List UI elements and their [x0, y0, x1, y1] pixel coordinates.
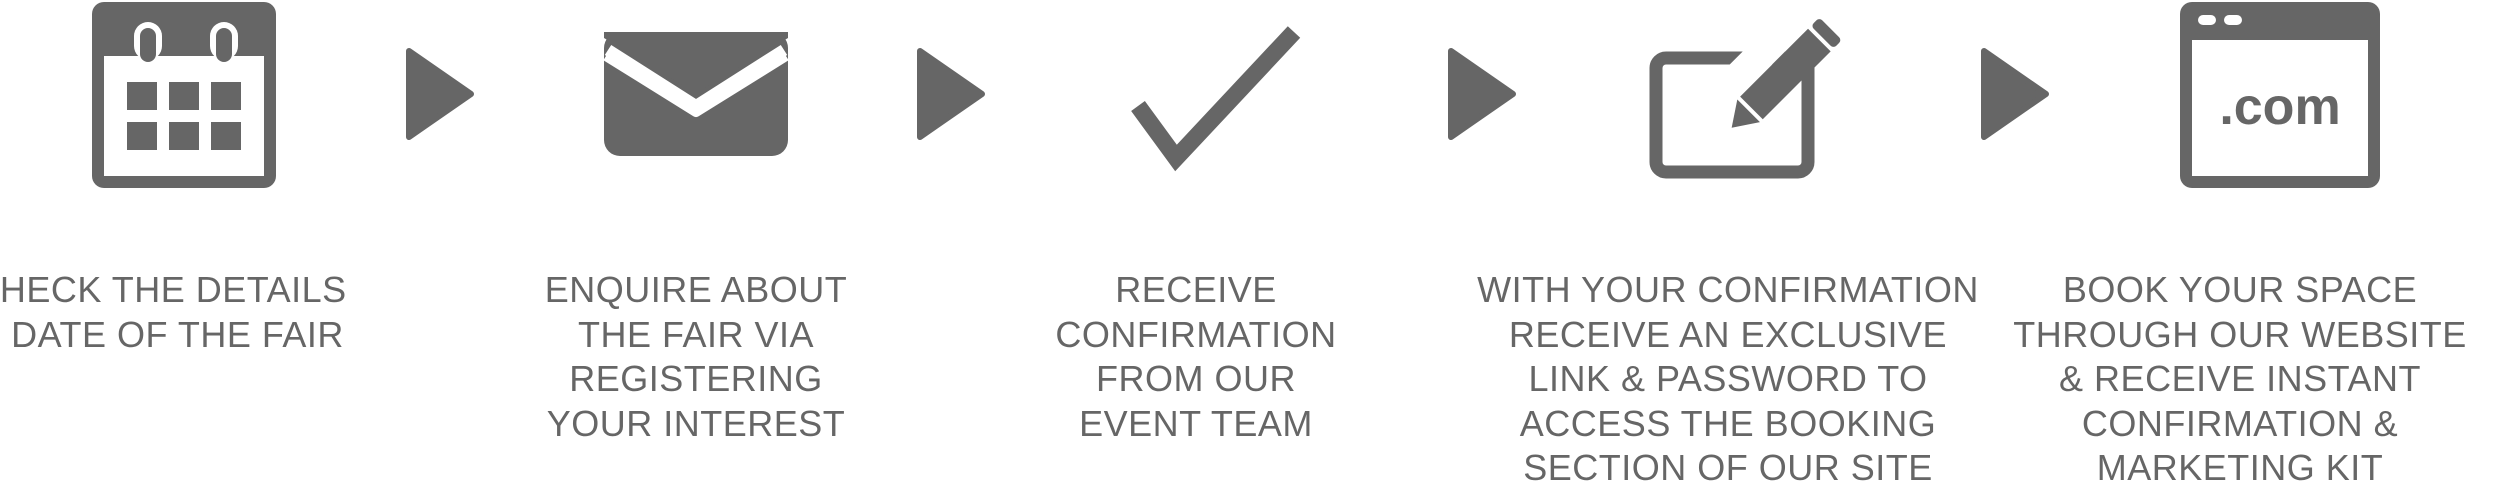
calendar-icon: [92, 2, 276, 188]
arrow-right-icon: [917, 48, 985, 140]
browser-label: .com: [2219, 78, 2340, 136]
step-text-line: & DATE OF THE FAIR: [0, 313, 344, 355]
step-enquire: ENQUIRE ABOUT THE FAIR VIA REGISTERING Y…: [436, 0, 956, 495]
step-text-line: & RECEIVE INSTANT: [2059, 358, 2421, 399]
step-text-line: RECEIVE: [1115, 269, 1277, 310]
step-book-space: .com BOOK YOUR SPACE THROUGH OUR WEBSITE…: [1980, 0, 2500, 495]
step-icon-container: [436, 0, 956, 195]
step-icon-container: [0, 0, 420, 195]
arrow-right-icon: [1448, 48, 1516, 140]
step-text-line: CONFIRMATION &: [2081, 402, 2399, 444]
arrow-right-icon: [1981, 48, 2049, 140]
checkmark-icon: [1131, 26, 1301, 172]
step-text-line: RECEIVE AN EXCLUSIVE: [1508, 313, 1948, 355]
step-description: CHECK THE DETAILS & DATE OF THE FAIR: [0, 268, 420, 357]
step-text-line: CONFIRMATION: [1055, 313, 1337, 355]
step-text-line: CHECK THE DETAILS: [0, 269, 347, 310]
step-description: BOOK YOUR SPACE THROUGH OUR WEBSITE & RE…: [1980, 268, 2500, 491]
step-text-line: THE FAIR VIA: [577, 313, 815, 355]
step-icon-container: [936, 0, 1456, 195]
arrow-right-icon: [406, 48, 474, 140]
step-icon-container: [1468, 0, 1988, 195]
pencil-screen-icon: [1649, 12, 1841, 179]
step-text-line: ENQUIRE ABOUT: [544, 269, 848, 310]
step-check-details: CHECK THE DETAILS & DATE OF THE FAIR: [0, 0, 420, 495]
step-text-line: FROM OUR: [1096, 358, 1296, 399]
step-description: ENQUIRE ABOUT THE FAIR VIA REGISTERING Y…: [436, 268, 956, 446]
step-description: RECEIVE CONFIRMATION FROM OUR EVENT TEAM: [936, 268, 1456, 446]
step-text-line: THROUGH OUR WEBSITE: [2013, 313, 2467, 355]
step-text-line: SECTION OF OUR SITE: [1523, 447, 1933, 488]
browser-window-icon: .com: [2180, 2, 2380, 188]
step-receive-confirmation: RECEIVE CONFIRMATION FROM OUR EVENT TEAM: [936, 0, 1456, 495]
step-text-line: REGISTERING: [569, 358, 823, 399]
step-text-line: ACCESS THE BOOKING: [1519, 402, 1937, 444]
step-description: WITH YOUR CONFIRMATION RECEIVE AN EXCLUS…: [1468, 268, 1988, 491]
step-text-line: MARKETING KIT: [2096, 447, 2384, 488]
step-text-line: WITH YOUR CONFIRMATION: [1477, 269, 1979, 310]
step-icon-container: .com: [1980, 0, 2500, 195]
envelope-icon: [603, 30, 789, 156]
step-text-line: LINK & PASSWORD TO: [1528, 358, 1928, 399]
step-text-line: YOUR INTEREST: [546, 402, 846, 444]
step-text-line: EVENT TEAM: [1079, 402, 1313, 444]
step-text-line: BOOK YOUR SPACE: [2062, 269, 2418, 310]
step-exclusive-link: WITH YOUR CONFIRMATION RECEIVE AN EXCLUS…: [1468, 0, 1988, 495]
